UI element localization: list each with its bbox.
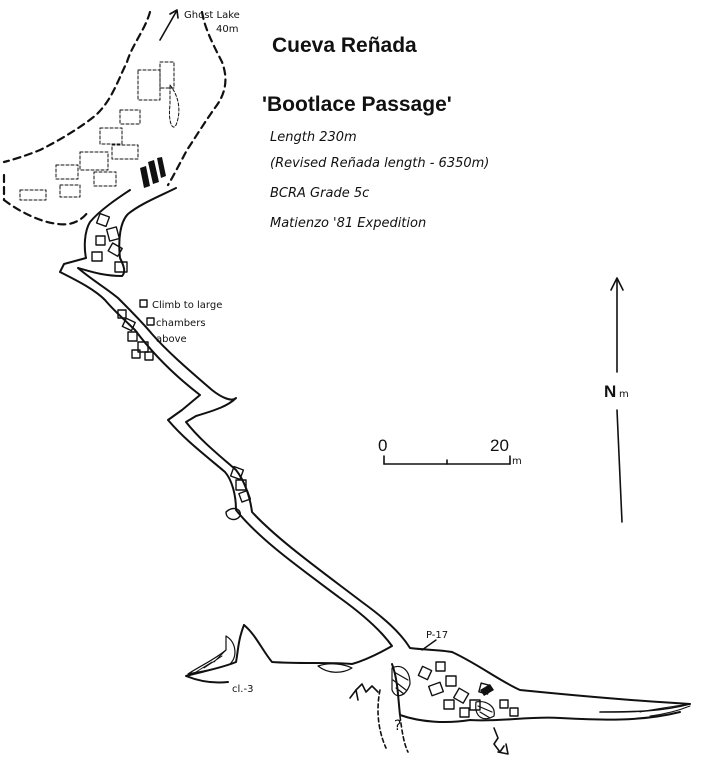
- scale-start-label: 0: [378, 436, 388, 455]
- dark-deposit: [480, 684, 494, 696]
- lower-chamber-boulders: [417, 661, 519, 718]
- streamway-detail: [639, 703, 691, 717]
- ghost-lake-distance: 40m: [216, 24, 239, 35]
- mid-passage-boulders: [225, 465, 252, 521]
- chamber-exit-deposit: [140, 157, 166, 188]
- side-branch-hatch: [195, 649, 227, 673]
- pitch-marker: [421, 639, 437, 651]
- climb-note-line2: chambers: [156, 318, 206, 329]
- unknown-marker: ?: [394, 718, 402, 734]
- length-text: Length 230m: [270, 130, 357, 145]
- grade-text: BCRA Grade 5c: [270, 186, 370, 201]
- unexplored-continuation: [377, 689, 409, 753]
- passage-right-wall: [77, 187, 453, 653]
- scale-end-label: 20: [490, 436, 509, 455]
- climb-down-label: cl.-3: [232, 684, 254, 695]
- side-branch-deposit: [187, 635, 236, 675]
- north-label: N: [604, 382, 617, 401]
- water-flow-arrows: [349, 683, 509, 755]
- upper-chamber-boulders: [19, 61, 180, 201]
- expedition-text: Matienzo '81 Expedition: [270, 216, 427, 231]
- lower-chamber-wall: [391, 663, 681, 724]
- upper-chamber-outline: [2, 10, 227, 226]
- pitch-label: P-17: [426, 630, 449, 641]
- lower-chamber-upper-wall: [451, 651, 691, 705]
- revised-length-text: (Revised Reñada length - 6350m): [270, 156, 490, 171]
- map-title: Cueva Reñada: [272, 34, 417, 57]
- ghost-lake-arrow: [159, 9, 179, 41]
- north-unit-label: m: [619, 389, 629, 400]
- scale-unit-label: m: [512, 456, 522, 467]
- ghost-lake-label: Ghost Lake: [184, 10, 240, 21]
- north-arrow: [610, 277, 624, 523]
- hatched-deposits: [317, 663, 495, 720]
- upper-passage-boulders: [91, 212, 155, 361]
- scale-bar: [383, 455, 511, 465]
- map-subtitle: 'Bootlace Passage': [262, 93, 452, 116]
- climb-note-line1: Climb to large: [152, 300, 223, 311]
- climb-note-line3: above: [156, 334, 187, 345]
- passage-left-wall: [59, 189, 393, 665]
